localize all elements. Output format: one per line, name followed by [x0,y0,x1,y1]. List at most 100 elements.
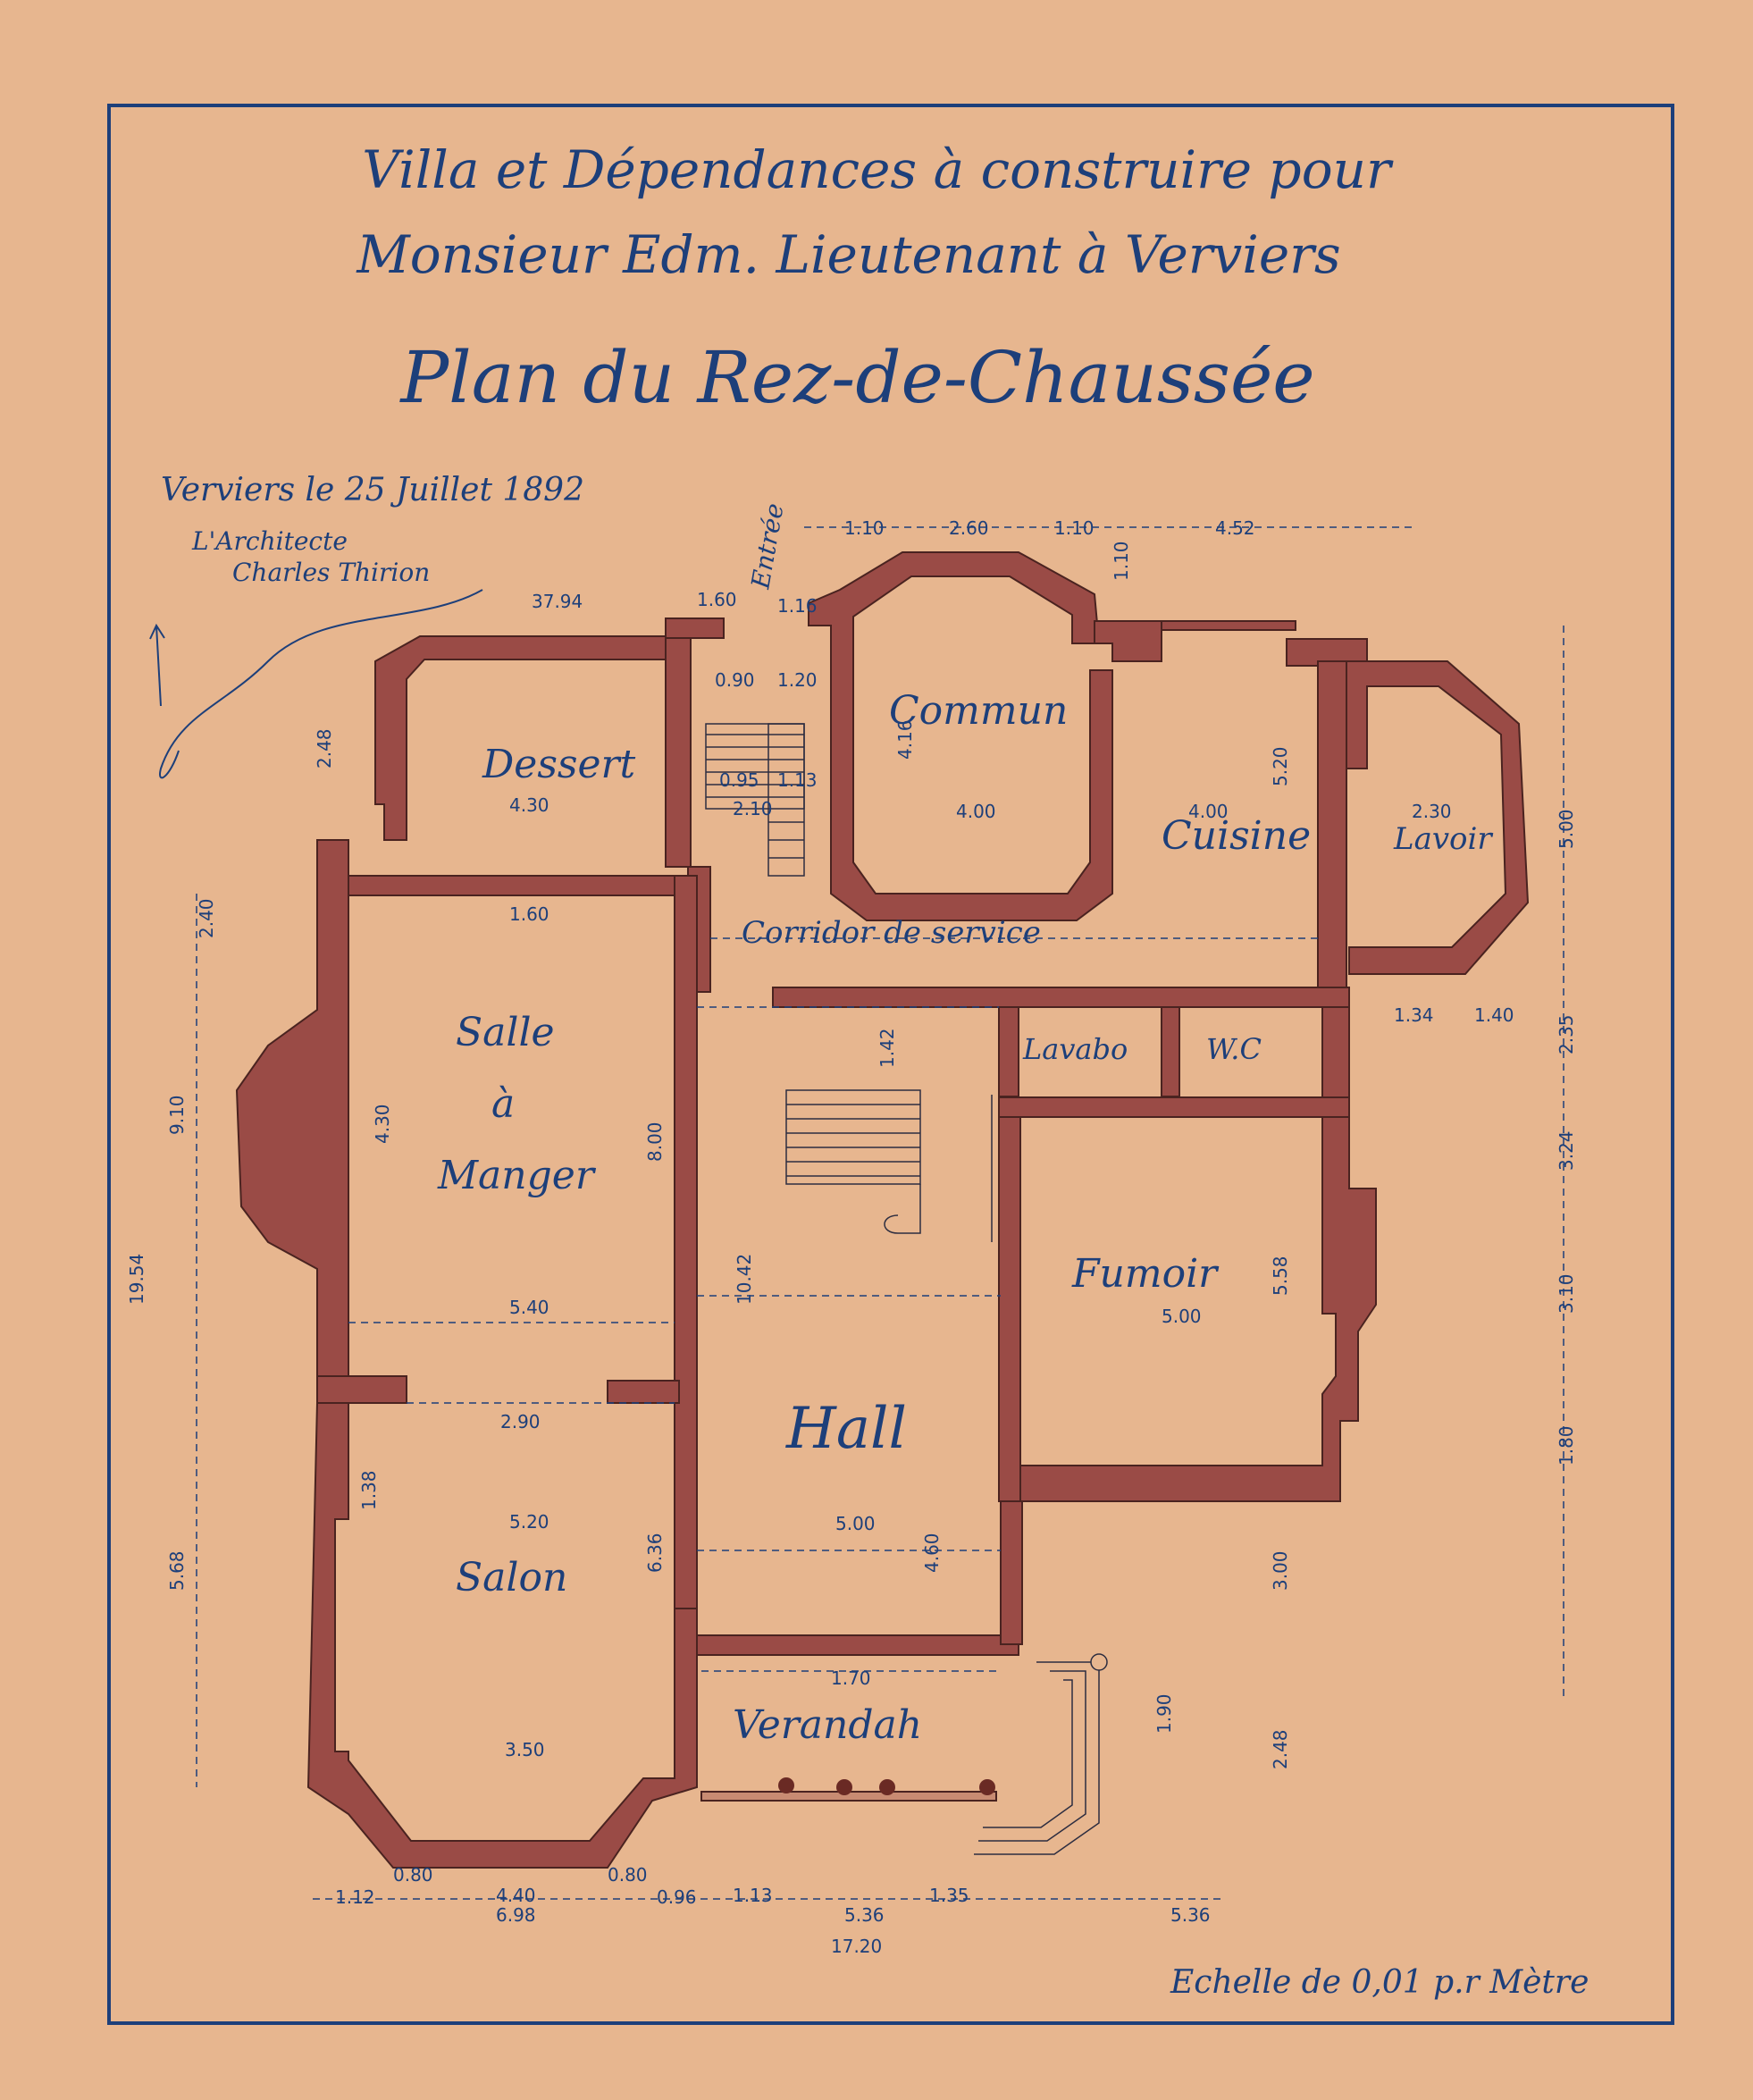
dim-left-2: 9.10 [166,1095,188,1135]
wall-entry-top [665,617,725,639]
wall-commun [808,551,1113,921]
dim-stairs-1: 1.13 [777,769,818,791]
dim-cuisine-h: 5.20 [1270,746,1291,786]
dim-bottom-10: 17.20 [831,1936,882,1957]
wall-hall-left [674,875,698,1609]
room-dessert: Dessert [482,742,636,787]
dim-bottom-5: 0.96 [657,1886,697,1908]
dim-right-7: 1.90 [1153,1693,1175,1734]
dim-right-5: 3.00 [1270,1550,1291,1591]
dim-bottom-9: 5.36 [1170,1904,1211,1926]
dim-stairs-0: 0.95 [719,769,759,791]
signature-role: L'Architecte [191,526,348,556]
dim-salle-h: 8.00 [644,1121,666,1162]
dim-commun-w: 4.00 [956,801,996,822]
dim-fumoir-h: 5.58 [1270,1256,1291,1296]
stair-service [705,723,805,877]
dim-wc-w: 1.40 [1474,1004,1514,1026]
sheet-border [107,104,1674,2025]
construction-lines [196,526,1564,1900]
wall-fumoir [1018,1116,1377,1502]
room-salle-3: Manger [437,1153,597,1198]
dim-top-8: 1.20 [777,669,818,691]
dim-right-3: 3.10 [1556,1273,1577,1314]
dim-stairs-2: 2.10 [733,798,773,819]
dim-left-0: 2.40 [196,898,217,938]
dim-top-6: 1.16 [777,595,818,617]
dim-top-1: 2.60 [949,517,989,539]
dim-bottom-3: 6.98 [496,1904,536,1926]
dim-right-0: 5.00 [1556,809,1577,849]
dim-bottom-4: 0.80 [608,1864,648,1886]
wall-lavabo-bottom [998,1096,1350,1118]
dim-hall-w: 5.00 [835,1513,876,1534]
dim-right-4: 1.80 [1556,1425,1577,1466]
dim-bottom-2: 4.40 [496,1885,536,1906]
wall-hall-right [1000,1500,1023,1645]
dim-left-4: 1.38 [358,1470,380,1510]
signature-flourish [159,589,483,779]
room-commun: Commun [889,688,1068,734]
wall-cuisine-top [1094,620,1162,662]
dim-bottom-6: 1.13 [733,1885,773,1906]
scale-note: Echelle de 0,01 p.r Mètre [1170,1964,1589,2001]
wall-hall-bottom [696,1634,1019,1656]
dim-lavoir-w: 2.30 [1412,801,1452,822]
dim-commun-h: 4.16 [894,719,916,760]
dim-right-1: 2.35 [1556,1014,1577,1054]
title-line-3: Plan du Rez-de-Chaussée [398,336,1314,419]
wall-salon [306,1402,698,1869]
dim-salle-h2: 4.30 [372,1104,393,1144]
dim-salon-w: 5.20 [509,1511,549,1533]
wall-dessert [374,635,667,841]
dim-bottom-7: 5.36 [844,1904,885,1926]
dim-bottom-0: 1.12 [335,1886,375,1908]
dim-top-5: 1.60 [697,589,737,610]
dim-hall-h: 10.42 [734,1254,755,1305]
room-lavabo: Lavabo [1022,1032,1128,1066]
dim-top-7: 0.90 [715,669,755,691]
wall-lavabo-wc [1161,1006,1180,1097]
dim-top-9: 1.10 [1111,541,1132,581]
wall-dessert-right [665,625,692,868]
wall-lavabo-left [998,1006,1019,1097]
room-salle-1: Salle [456,1010,555,1055]
title-line-2: Monsieur Edm. Lieutenant à Verviers [356,224,1340,285]
dim-lavabo-w: 1.34 [1394,1004,1434,1026]
dim-salle-w: 5.40 [509,1297,549,1318]
signature-name: Charles Thirion [232,558,430,587]
room-lavoir: Lavoir [1393,821,1493,857]
signature-date: Verviers le 25 Juillet 1892 [161,472,584,508]
dim-salle-top: 1.60 [509,903,549,925]
north-arrow [149,623,165,707]
dim-left-total: 19.54 [126,1254,147,1305]
room-salon: Salon [456,1555,567,1600]
wall-fumoir-left [998,1116,1021,1502]
wall-salle-top [348,875,698,896]
wall-corridor-bottom [772,987,1350,1008]
dim-right-6: 2.48 [1270,1729,1291,1769]
dim-verandah-w: 1.70 [831,1667,871,1689]
dim-salon-h: 6.36 [644,1533,666,1573]
room-hall: Hall [785,1396,907,1462]
room-wc: W.C [1206,1032,1262,1066]
wall-salle-bottom [316,1375,407,1404]
dim-cuisine-w: 4.00 [1188,801,1229,822]
dim-top-0: 1.10 [844,517,885,539]
wall-cuisine-right [1317,660,1347,993]
room-entree: Entrée [745,501,789,592]
dim-top-2: 1.10 [1054,517,1095,539]
dim-salon-top: 2.90 [500,1411,541,1432]
dim-bottom-1: 0.80 [393,1864,433,1886]
dim-stairs-3: 1.42 [876,1028,898,1068]
dim-salon-b: 3.50 [505,1739,545,1760]
dim-bottom-8: 1.35 [929,1885,969,1906]
dim-top-3: 4.52 [1215,517,1255,539]
verandah-steps [974,1653,1108,1855]
dim-dessert: 4.30 [509,794,549,816]
room-corridor: Corridor de service [742,915,1041,951]
dim-right-2: 3.24 [1556,1130,1577,1171]
room-verandah: Verandah [733,1702,922,1748]
